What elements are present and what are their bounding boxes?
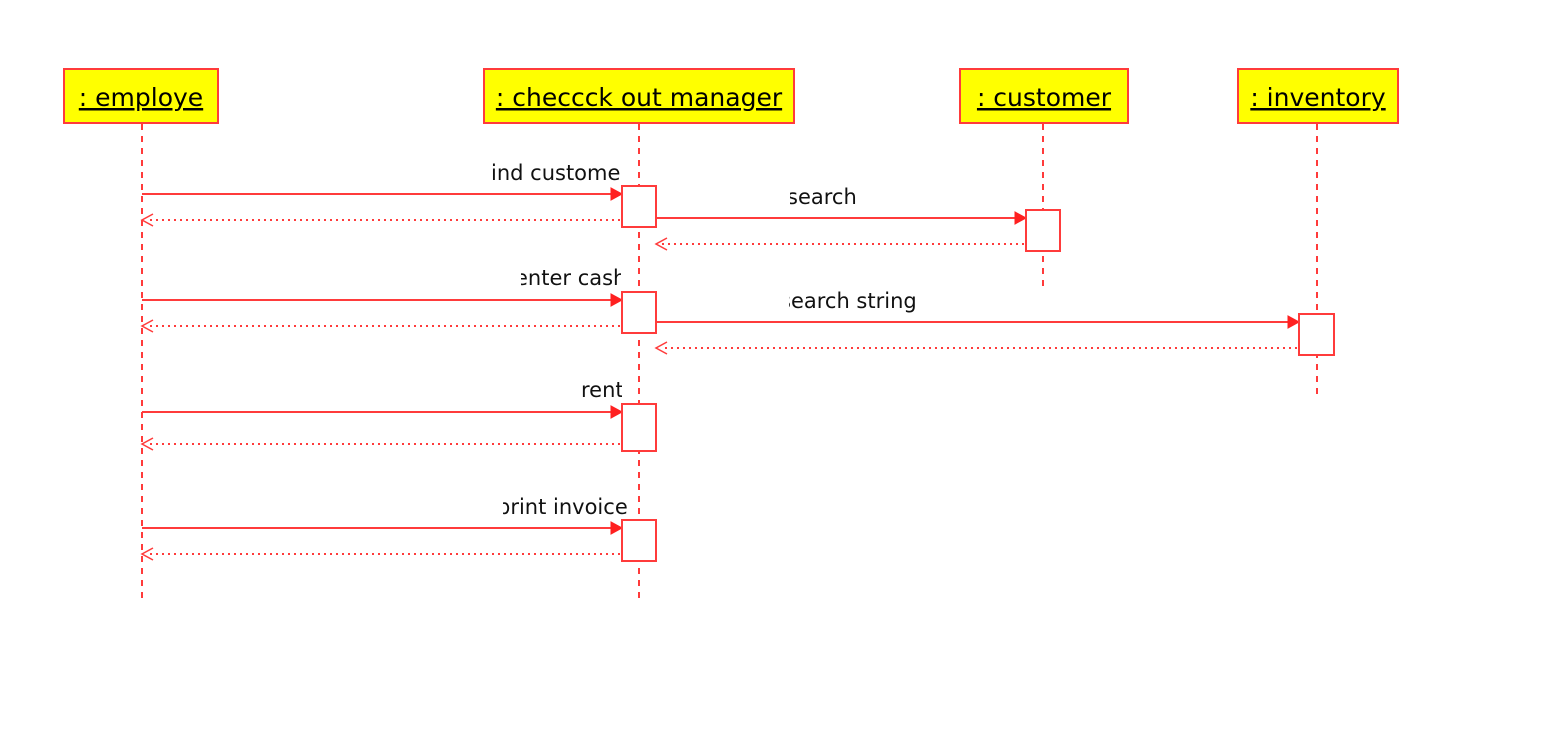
activation-box-search[interactable] xyxy=(1025,209,1061,252)
message-print-invoice-arrowhead xyxy=(610,521,624,535)
activation-box-rent[interactable] xyxy=(621,403,657,452)
message-search-string-label: search string xyxy=(780,289,917,313)
message-search-string-return-arrowhead xyxy=(654,341,668,355)
lifeline-employe-title: : employe xyxy=(79,83,203,112)
message-enter-cash: enter cash xyxy=(140,266,626,333)
message-rent: rent xyxy=(140,378,624,451)
lifeline-checkout-manager-title: : checcck out manager xyxy=(496,83,783,112)
message-search: search xyxy=(654,185,1028,251)
activation-box-print-invoice[interactable] xyxy=(621,519,657,562)
lifeline-customer-head[interactable] xyxy=(959,68,1129,124)
lifeline-checkout-manager-head[interactable] xyxy=(483,68,795,124)
lifeline-employe: : employe xyxy=(63,68,219,602)
lifeline-employe-head[interactable] xyxy=(63,68,219,124)
message-search-return-arrowhead xyxy=(654,237,668,251)
activation-box-enter-cash[interactable] xyxy=(621,291,657,334)
message-find-customer-return-arrowhead xyxy=(140,213,154,227)
message-enter-cash-label: enter cash xyxy=(515,266,626,290)
message-search-string: search string xyxy=(654,289,1301,355)
message-search-arrowhead xyxy=(1014,211,1028,225)
lifeline-checkout-manager: : checcck out manager xyxy=(483,68,795,602)
message-rent-arrowhead xyxy=(610,405,624,419)
lifeline-customer-title: : customer xyxy=(977,83,1112,112)
lifeline-inventory-title: : inventory xyxy=(1250,83,1386,112)
lifeline-inventory: : inventory xyxy=(1237,68,1399,394)
message-rent-label: rent xyxy=(581,378,624,402)
message-rent-return-arrowhead xyxy=(140,437,154,451)
lifeline-customer: : customer xyxy=(959,68,1129,292)
activation-box-search-string[interactable] xyxy=(1298,313,1335,356)
message-find-customer-label: ind custome xyxy=(491,161,620,185)
message-search-string-arrowhead xyxy=(1287,315,1301,329)
message-find-customer: ind custome xyxy=(140,161,624,227)
message-search-label: search xyxy=(787,185,857,209)
message-enter-cash-return-arrowhead xyxy=(140,319,154,333)
message-print-invoice-label: print invoice xyxy=(497,495,628,519)
message-find-customer-arrowhead xyxy=(610,187,624,201)
message-print-invoice-return-arrowhead xyxy=(140,547,154,561)
lifeline-inventory-head[interactable] xyxy=(1237,68,1399,124)
message-enter-cash-arrowhead xyxy=(610,293,624,307)
message-print-invoice: print invoice xyxy=(140,495,628,561)
activation-box-find-customer[interactable] xyxy=(621,185,657,228)
